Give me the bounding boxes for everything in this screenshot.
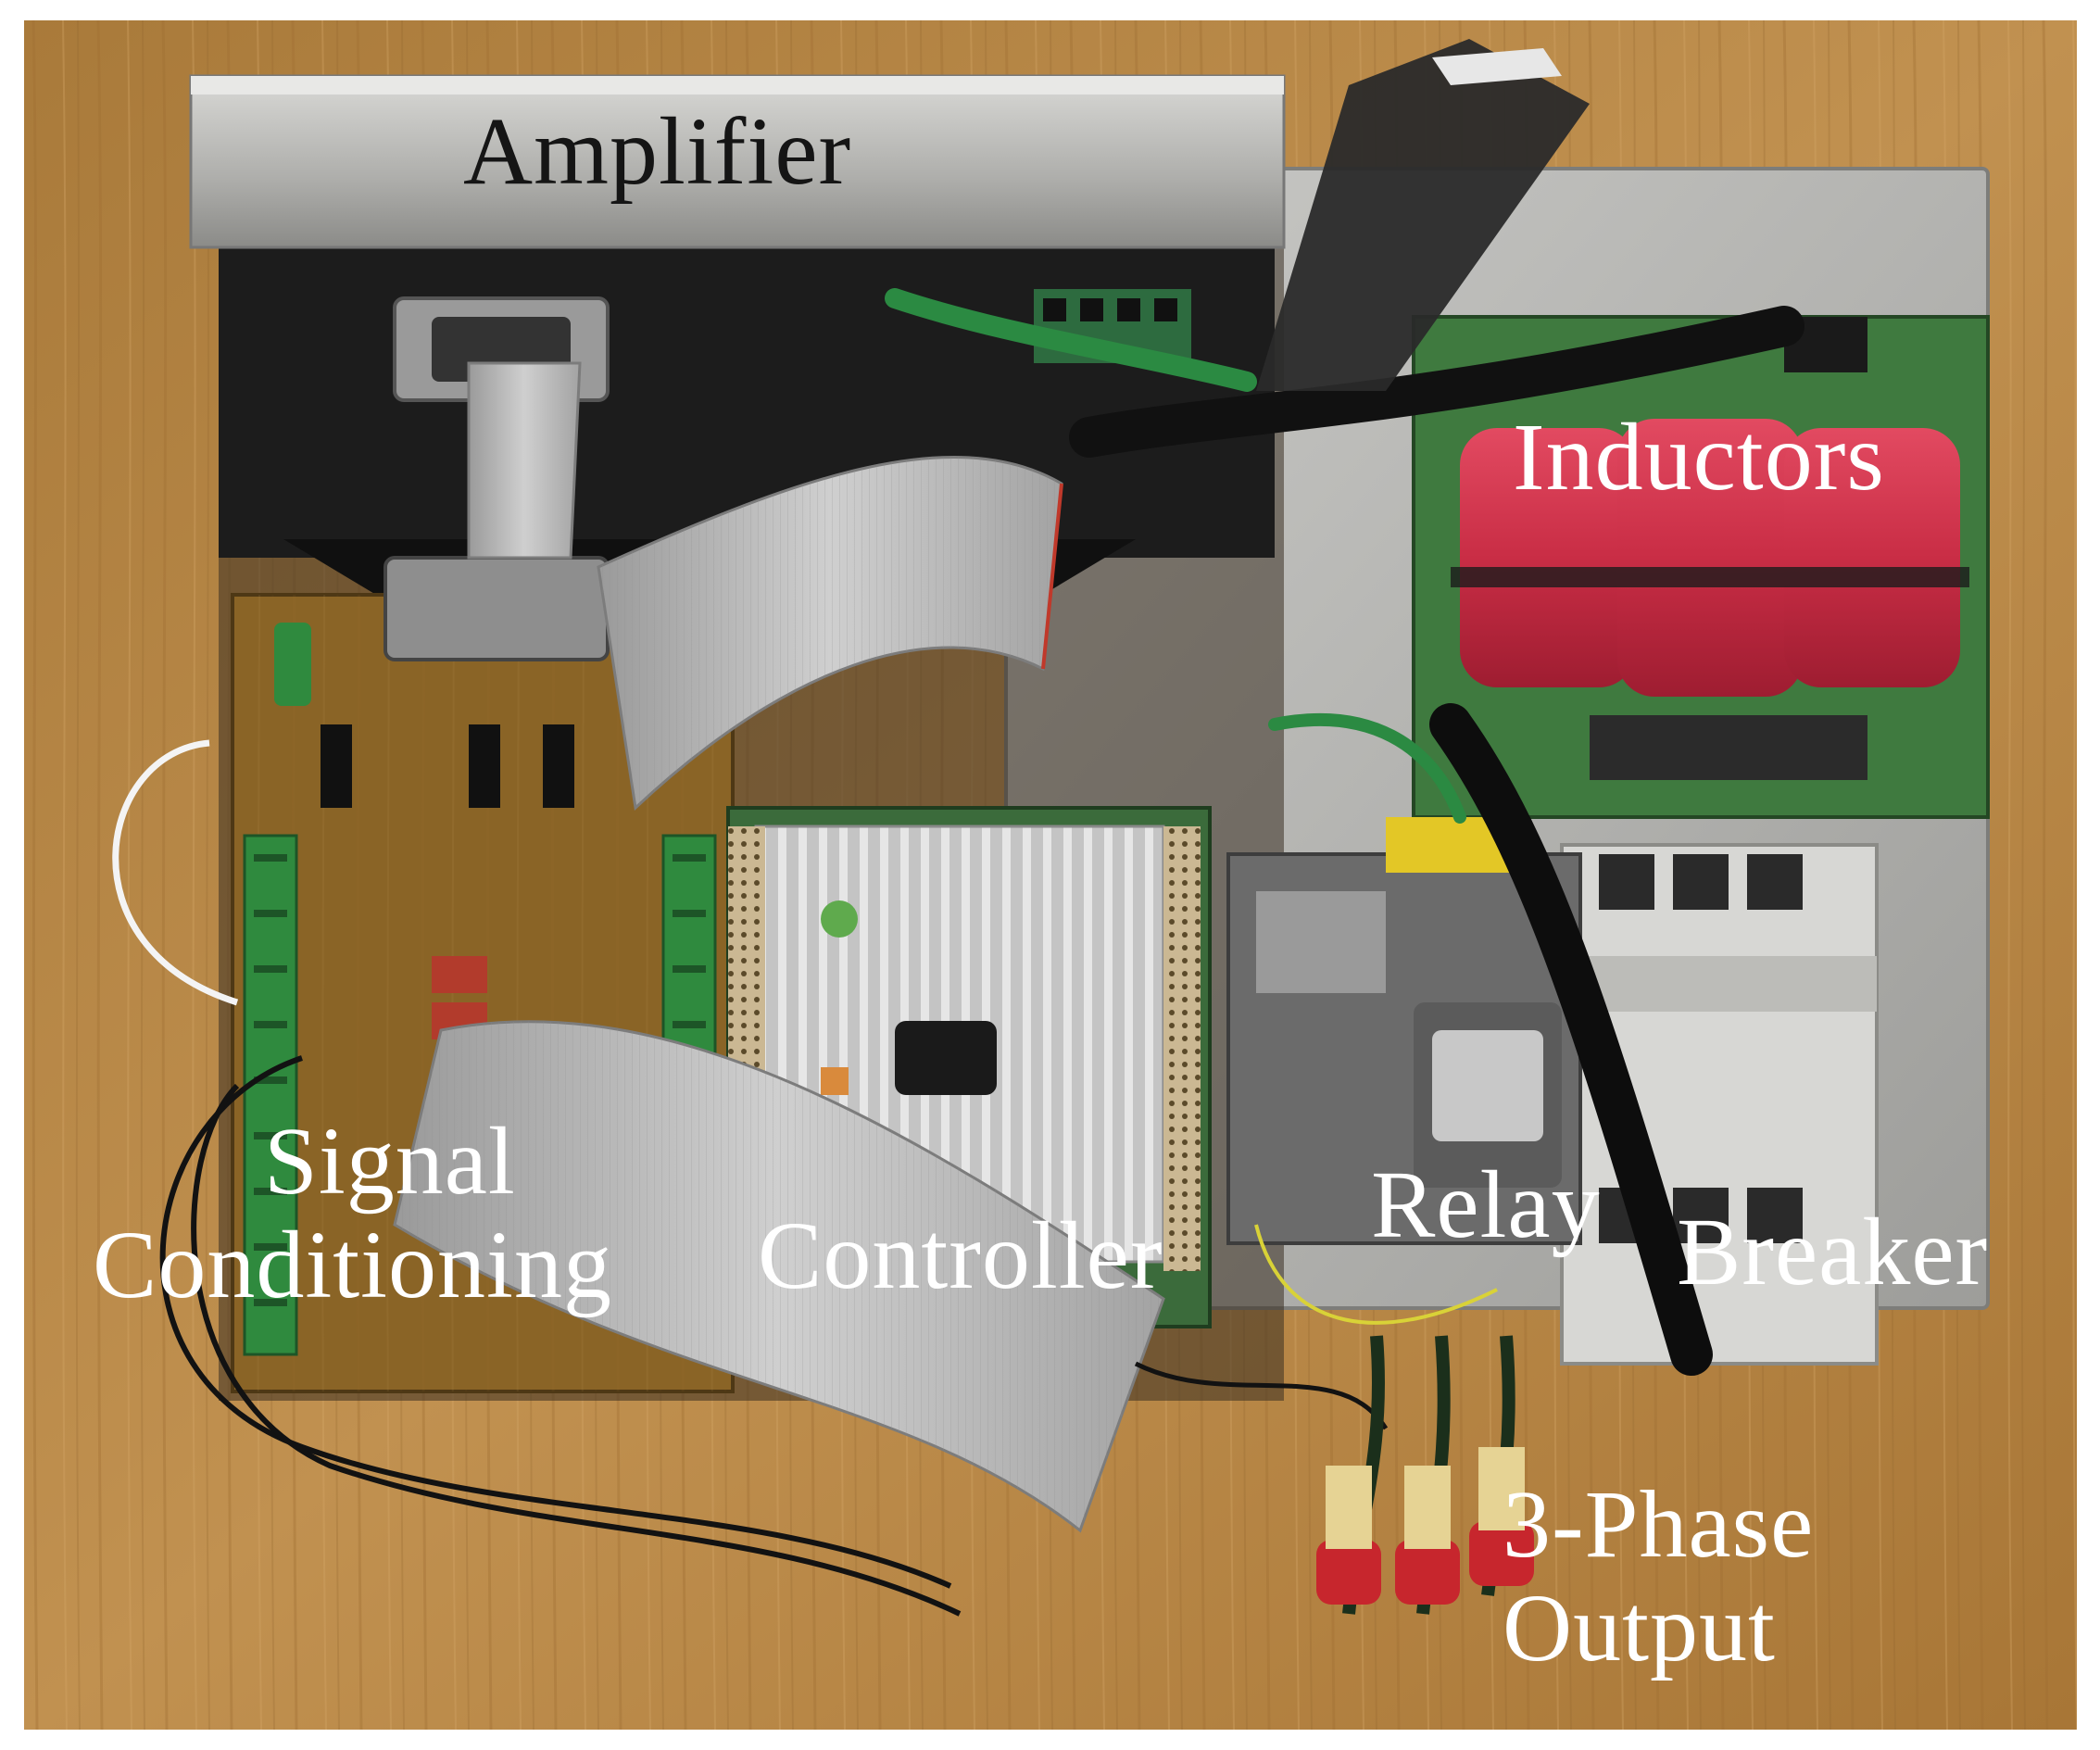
hardware-photo: [24, 20, 2077, 1730]
label-relay: Relay: [1371, 1152, 1601, 1258]
label-amplifier: Amplifier: [463, 98, 852, 205]
label-controller: Controller: [758, 1202, 1163, 1309]
label-signal-line-1: Signal: [264, 1108, 516, 1215]
label-three-phase-output: 3-Phase Output: [1503, 1471, 1815, 1682]
label-signal-line-2: Conditioning: [93, 1212, 612, 1319]
label-three-phase-line-2: Output: [1503, 1575, 1776, 1682]
label-breaker: Breaker: [1677, 1199, 1989, 1305]
label-inductors: Inductors: [1513, 404, 1885, 510]
label-three-phase-line-1: 3-Phase: [1503, 1471, 1815, 1578]
label-signal-conditioning: Signal Conditioning: [93, 1108, 612, 1319]
